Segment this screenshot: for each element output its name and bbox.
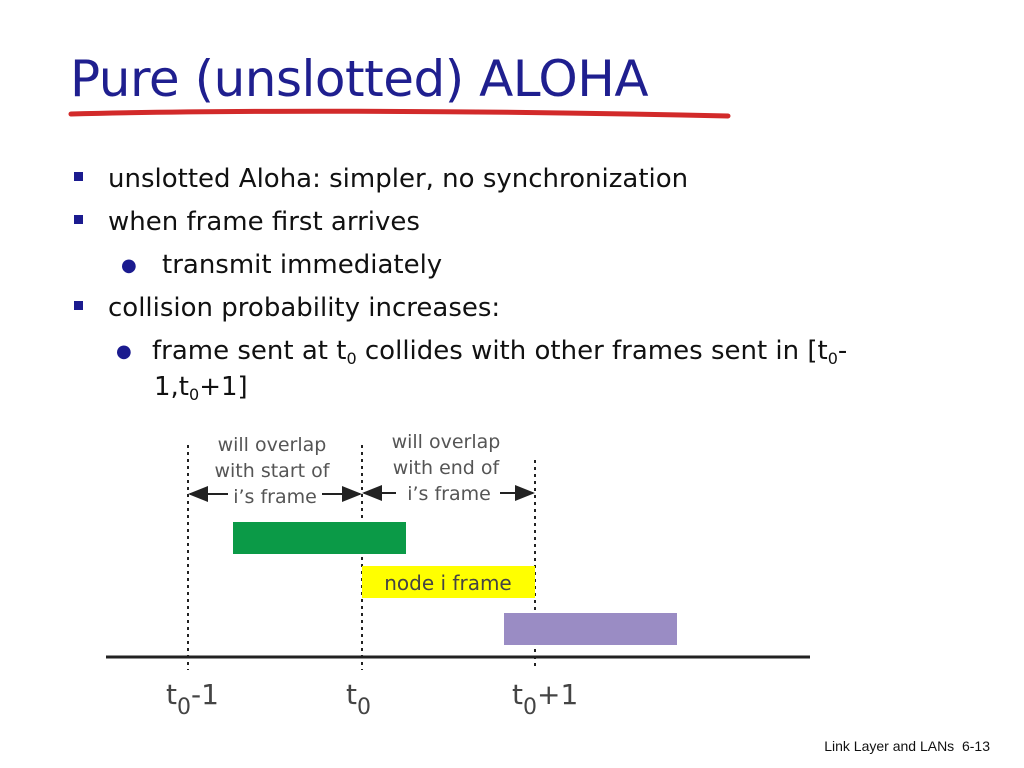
footer-text: Link Layer and LANs (824, 738, 955, 754)
tick-base: t (166, 678, 177, 711)
bullet-text: collision probability increases: (108, 293, 501, 323)
slide-footer: Link Layer and LANs 6-13 (824, 738, 990, 754)
overlap-end-label: will overlap with end of i’s frame (392, 431, 507, 505)
tick-label-t0-plus-1: t0+1 (512, 678, 578, 720)
bullet-text: unslotted Aloha: simpler, no synchroniza… (108, 164, 689, 194)
overlapping-frame-early (233, 522, 406, 554)
tick-base: t (512, 678, 523, 711)
slide-title: Pure (unslotted) ALOHA (70, 50, 649, 108)
label-line: will overlap (392, 431, 501, 453)
round-bullet-icon: ● (116, 341, 132, 362)
sub-bullet-continuation: 1,t0+1] (72, 371, 972, 414)
title-underline (68, 108, 731, 119)
square-bullet-icon (74, 301, 83, 310)
text-fragment: 1,t (154, 372, 190, 402)
tick-label-t0-minus-1: t0-1 (166, 678, 219, 720)
sub-bullet-text: transmit immediately (162, 250, 443, 280)
page-number: 6-13 (961, 738, 990, 754)
sub-bullet-text: frame sent at t0 collides with other fra… (152, 335, 847, 368)
square-bullet-icon (74, 172, 83, 181)
tick-suffix: -1 (191, 678, 219, 711)
label-line: i’s frame (407, 483, 491, 505)
tick-suffix: +1 (537, 678, 578, 711)
label-line: with start of (214, 460, 330, 482)
tick-sub: 0 (177, 695, 191, 720)
tick-base: t (346, 678, 357, 711)
tick-sub: 0 (357, 695, 371, 720)
bullet-list: unslotted Aloha: simpler, no synchroniza… (72, 163, 972, 414)
sub-bullet-text: 1,t0+1] (154, 371, 248, 404)
overlap-start-label: will overlap with start of i’s frame (214, 434, 335, 508)
label-line: i’s frame (233, 486, 317, 508)
node-i-frame-label: node i frame (384, 571, 512, 595)
sub-bullet-item: ● transmit immediately (72, 249, 972, 292)
sub-bullet-item: ● frame sent at t0 collides with other f… (72, 335, 972, 371)
text-fragment: collides with other frames sent in [t (356, 336, 828, 366)
round-bullet-icon: ● (121, 255, 137, 276)
text-fragment: frame sent at t (152, 336, 347, 366)
tick-label-t0: t0 (346, 678, 371, 720)
label-line: will overlap (218, 434, 327, 456)
overlapping-frame-late (504, 613, 677, 645)
bullet-item: when frame first arrives (72, 206, 972, 249)
subscript: 0 (346, 349, 357, 368)
bullet-item: unslotted Aloha: simpler, no synchroniza… (72, 163, 972, 206)
node-i-frame (362, 566, 535, 598)
square-bullet-icon (74, 215, 83, 224)
bullet-text: when frame first arrives (108, 207, 420, 237)
tick-sub: 0 (523, 695, 537, 720)
subscript: 0 (189, 385, 200, 404)
text-fragment: - (837, 336, 848, 366)
bullet-item: collision probability increases: (72, 292, 972, 335)
label-line: with end of (393, 457, 501, 479)
text-fragment: +1] (199, 372, 248, 402)
subscript: 0 (827, 349, 838, 368)
